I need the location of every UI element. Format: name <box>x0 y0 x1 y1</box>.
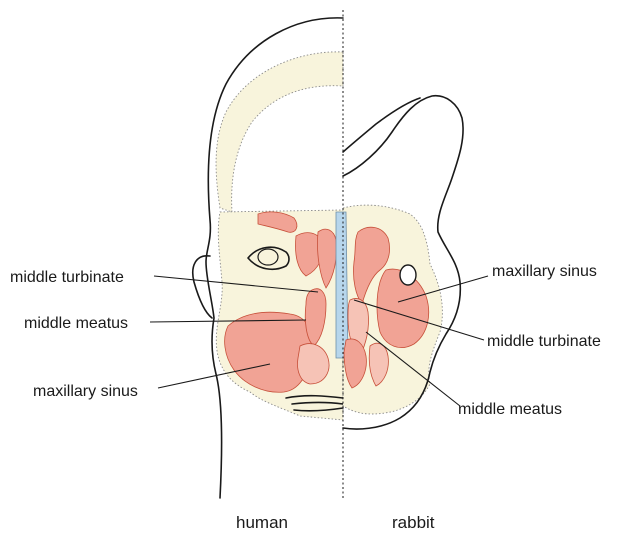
caption-human: human <box>236 513 288 532</box>
human-skull-bone <box>216 52 343 212</box>
label-rabbit-maxillary-sinus: maxillary sinus <box>492 263 597 280</box>
rabbit-half <box>336 96 463 429</box>
human-half <box>193 18 343 498</box>
label-human-middle-turbinate: middle turbinate <box>10 269 124 286</box>
label-rabbit-middle-meatus: middle meatus <box>458 401 562 418</box>
rabbit-forehead <box>343 98 420 152</box>
rabbit-eye <box>400 265 416 285</box>
nasal-septum <box>336 212 348 358</box>
label-human-maxillary-sinus: maxillary sinus <box>33 383 138 400</box>
label-human-middle-meatus: middle meatus <box>24 315 128 332</box>
caption-rabbit: rabbit <box>392 513 435 532</box>
label-rabbit-middle-turbinate: middle turbinate <box>487 333 601 350</box>
